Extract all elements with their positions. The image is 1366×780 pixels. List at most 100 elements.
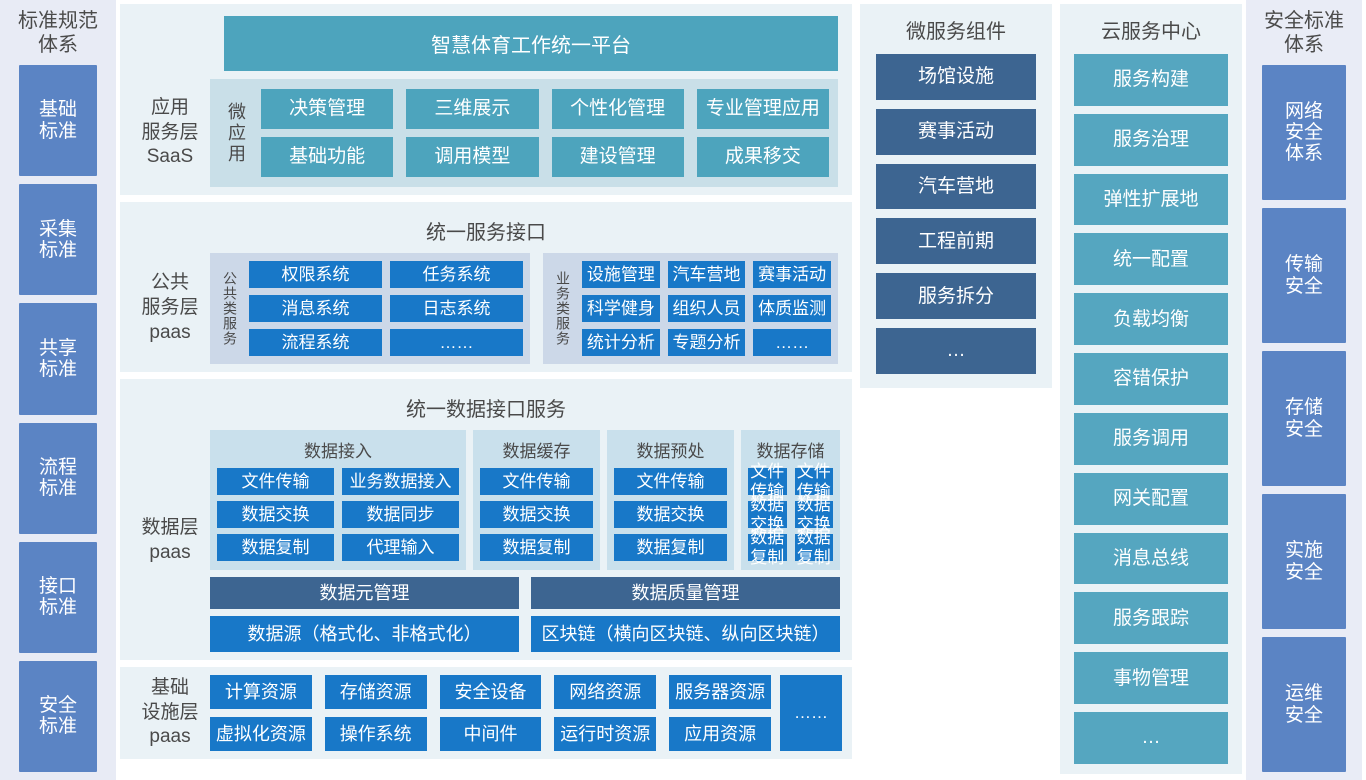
svc-item-organization-personnel[interactable]: 组织人员 (667, 295, 746, 322)
cache-item-file-transfer[interactable]: 文件传输 (480, 468, 593, 495)
app-item-construction-management[interactable]: 建设管理 (551, 137, 684, 177)
cloud-item-service-governance[interactable]: 服务治理 (1074, 113, 1228, 166)
infrastructure-layer-label: 基础 设施层 paas (141, 676, 199, 748)
svc-item-permission-system[interactable]: 权限系统 (249, 261, 382, 288)
app-item-personalized-management[interactable]: 个性化管理 (551, 89, 684, 129)
infra-item-network-resource[interactable]: 网络资源 (554, 675, 657, 709)
svc-item-event-activity[interactable]: 赛事活动 (753, 261, 831, 288)
svc-item-thematic-analysis[interactable]: 专题分析 (667, 329, 746, 356)
infra-item-storage-resource[interactable]: 存储资源 (324, 675, 427, 709)
access-item-proxy-input[interactable]: 代理输入 (342, 534, 459, 561)
svc-item-log-system[interactable]: 日志系统 (390, 295, 523, 322)
security-item-operation-security[interactable]: 运维 安全 (1262, 637, 1346, 773)
store-item-data-replication-1[interactable]: 数据复制 (748, 528, 787, 567)
public-service-items: 权限系统 任务系统 消息系统 日志系统 流程系统 …… (249, 261, 523, 356)
cache-item-data-exchange[interactable]: 数据交换 (480, 501, 593, 528)
service-layer-label: 公共 服务层 paas (141, 272, 199, 343)
pre-item-data-replication[interactable]: 数据复制 (614, 534, 727, 561)
microservice-panel: 微服务组件 场馆设施 赛事活动 汽车营地 工程前期 服务拆分 … (860, 4, 1052, 388)
infra-item-more[interactable]: …… (780, 675, 842, 751)
infra-item-server-resource[interactable]: 服务器资源 (669, 675, 771, 709)
pre-item-file-transfer[interactable]: 文件传输 (614, 468, 727, 495)
infra-item-operating-system[interactable]: 操作系统 (324, 717, 427, 751)
svc-item-facility-management[interactable]: 设施管理 (582, 261, 660, 288)
cloud-item-gateway-config[interactable]: 网关配置 (1074, 472, 1228, 525)
store-item-file-transfer-2[interactable]: 文件传输 (794, 462, 833, 501)
infra-item-middleware[interactable]: 中间件 (439, 717, 542, 751)
store-item-file-transfer-1[interactable]: 文件传输 (748, 462, 787, 501)
access-item-data-replication[interactable]: 数据复制 (217, 534, 334, 561)
store-item-data-exchange-2[interactable]: 数据交换 (794, 495, 833, 534)
cloud-item-unified-config[interactable]: 统一配置 (1074, 233, 1228, 286)
infra-item-application-resource[interactable]: 应用资源 (669, 717, 771, 751)
cloud-item-load-balancing[interactable]: 负载均衡 (1074, 293, 1228, 346)
svc-item-scientific-fitness[interactable]: 科学健身 (582, 295, 660, 322)
data-preprocess-title: 数据预处 (636, 442, 705, 461)
micro-item-more[interactable]: … (876, 328, 1036, 374)
infra-item-runtime-resource[interactable]: 运行时资源 (554, 717, 657, 751)
infra-item-compute-resource[interactable]: 计算资源 (210, 675, 312, 709)
app-item-call-model[interactable]: 调用模型 (406, 137, 539, 177)
app-item-results-transfer[interactable]: 成果移交 (696, 137, 829, 177)
access-item-data-exchange[interactable]: 数据交换 (217, 501, 334, 528)
cloud-item-fault-tolerance[interactable]: 容错保护 (1074, 353, 1228, 405)
svc-item-more-business[interactable]: …… (753, 329, 831, 356)
right-sidebar-items: 网络 安全 体系 传输 安全 存储 安全 实施 安全 运维 安全 (1246, 65, 1362, 773)
store-item-data-replication-2[interactable]: 数据复制 (794, 528, 833, 567)
data-storage-title: 数据存储 (756, 442, 825, 461)
svc-item-message-system[interactable]: 消息系统 (249, 295, 382, 322)
cloud-item-transaction-management[interactable]: 事物管理 (1074, 652, 1228, 705)
data-cache-title: 数据缓存 (502, 442, 571, 461)
data-access-group: 数据接入 文件传输 业务数据接入 数据交换 数据同步 数据复制 代理输入 (210, 430, 466, 570)
app-item-3d-display[interactable]: 三维展示 (406, 89, 539, 129)
svc-item-rv-camp[interactable]: 汽车营地 (667, 261, 746, 288)
cloud-item-service-invocation[interactable]: 服务调用 (1074, 412, 1228, 465)
infra-item-security-device[interactable]: 安全设备 (439, 675, 542, 709)
pre-item-data-exchange[interactable]: 数据交换 (614, 501, 727, 528)
data-quality-management-bar[interactable]: 数据质量管理 (531, 577, 840, 609)
app-item-professional-management[interactable]: 专业管理应用 (696, 89, 829, 129)
infra-item-virtualization-resource[interactable]: 虚拟化资源 (210, 717, 312, 751)
sidebar-item-interface-standard[interactable]: 接口 标准 (19, 541, 97, 653)
security-item-network-security-system[interactable]: 网络 安全 体系 (1262, 65, 1346, 201)
sidebar-item-collection-standard[interactable]: 采集 标准 (19, 184, 97, 296)
data-source-bar[interactable]: 数据源（格式化、非格式化） (210, 616, 519, 652)
micro-item-event-activity[interactable]: 赛事活动 (876, 108, 1036, 155)
sidebar-item-basic-standard[interactable]: 基础 标准 (19, 65, 97, 177)
cloud-service-panel: 云服务中心 服务构建 服务治理 弹性扩展地 统一配置 负载均衡 容错保护 服务调… (1060, 4, 1242, 774)
unified-platform-header[interactable]: 智慧体育工作统一平台 (224, 16, 838, 71)
app-item-decision-management[interactable]: 决策管理 (261, 89, 394, 129)
cloud-item-elastic-scaling[interactable]: 弹性扩展地 (1074, 173, 1228, 226)
security-item-implementation-security[interactable]: 实施 安全 (1262, 494, 1346, 630)
data-cache-items: 文件传输 数据交换 数据复制 (480, 468, 593, 561)
micro-item-rv-camp[interactable]: 汽车营地 (876, 163, 1036, 210)
sidebar-item-sharing-standard[interactable]: 共享 标准 (19, 303, 97, 415)
cloud-item-service-tracing[interactable]: 服务跟踪 (1074, 592, 1228, 645)
cache-item-data-replication[interactable]: 数据复制 (480, 534, 593, 561)
svc-item-physique-monitoring[interactable]: 体质监测 (753, 295, 831, 322)
access-item-data-sync[interactable]: 数据同步 (342, 501, 459, 528)
metadata-management-bar[interactable]: 数据元管理 (210, 577, 519, 609)
cloud-column-title: 云服务中心 (1101, 21, 1201, 43)
micro-item-venue-facility[interactable]: 场馆设施 (876, 54, 1036, 100)
cloud-item-message-bus[interactable]: 消息总线 (1074, 532, 1228, 585)
cloud-item-more[interactable]: … (1074, 712, 1228, 764)
svc-item-task-system[interactable]: 任务系统 (390, 261, 523, 288)
unified-data-interface-title: 统一数据接口服务 (406, 399, 566, 421)
sidebar-item-process-standard[interactable]: 流程 标准 (19, 422, 97, 534)
sidebar-item-security-standard[interactable]: 安全 标准 (19, 660, 97, 773)
security-item-transmission-security[interactable]: 传输 安全 (1262, 208, 1346, 344)
svc-item-process-system[interactable]: 流程系统 (249, 329, 382, 356)
svc-item-more[interactable]: …… (390, 329, 523, 356)
cloud-item-service-build[interactable]: 服务构建 (1074, 54, 1228, 106)
security-item-storage-security[interactable]: 存储 安全 (1262, 351, 1346, 487)
store-item-data-exchange-1[interactable]: 数据交换 (748, 495, 787, 534)
access-item-file-transfer[interactable]: 文件传输 (217, 468, 334, 495)
micro-item-project-preliminary[interactable]: 工程前期 (876, 218, 1036, 265)
svc-item-statistical-analysis[interactable]: 统计分析 (582, 329, 660, 356)
blockchain-bar[interactable]: 区块链（横向区块链、纵向区块链） (531, 616, 840, 652)
micro-item-service-split[interactable]: 服务拆分 (876, 273, 1036, 320)
app-item-basic-functions[interactable]: 基础功能 (261, 137, 394, 177)
access-item-business-data-access[interactable]: 业务数据接入 (342, 468, 459, 495)
